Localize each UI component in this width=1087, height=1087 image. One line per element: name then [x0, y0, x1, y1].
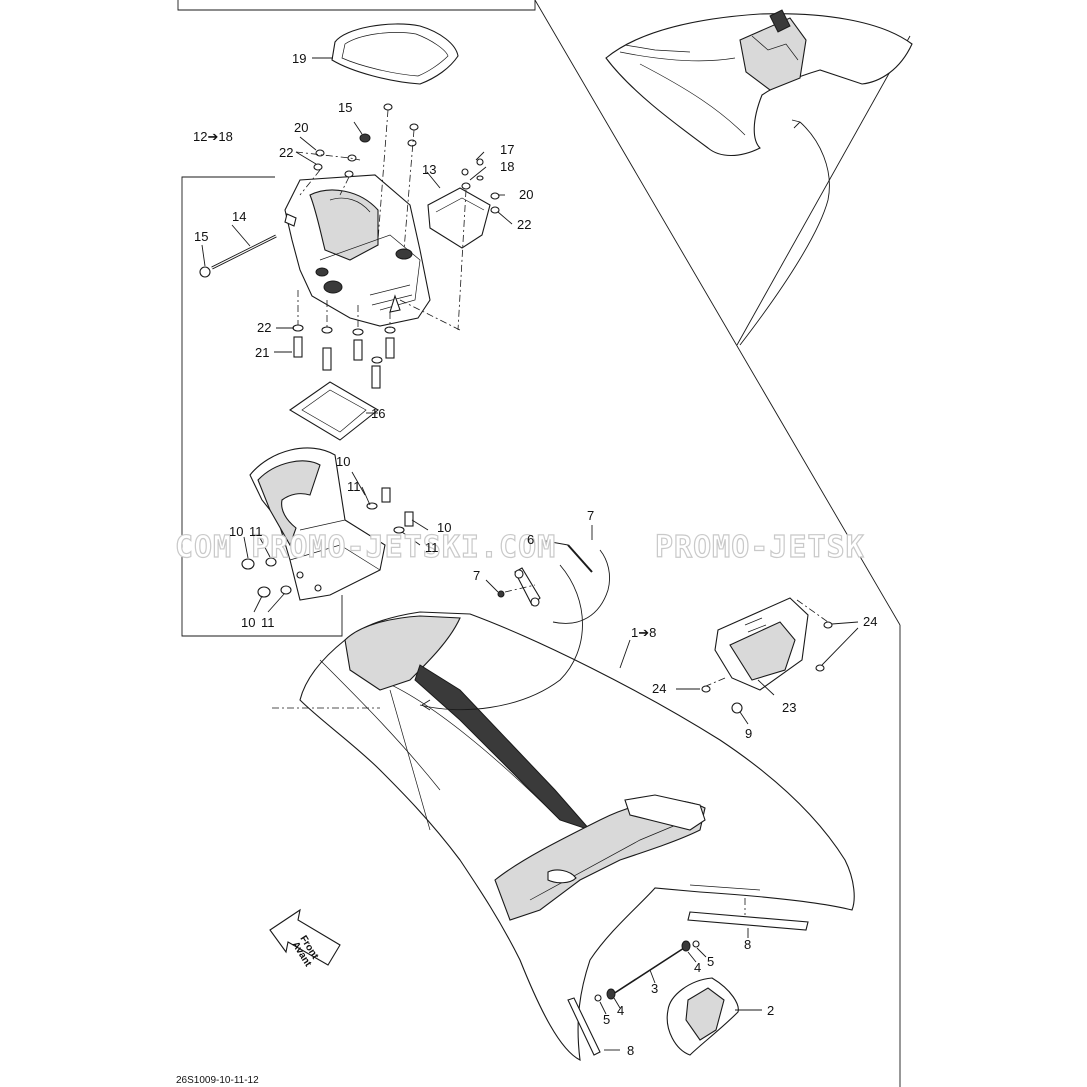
assembly-centerlines-upper [295, 109, 467, 331]
callout-10: 10 [336, 454, 350, 469]
callout-4: 4 [617, 1003, 624, 1018]
callout-22: 22 [279, 145, 293, 160]
callout-24: 24 [652, 681, 666, 696]
callout-23: 23 [782, 700, 796, 715]
callout-12-18: 12➔18 [193, 129, 233, 144]
callout-16: 16 [371, 406, 385, 421]
callout-18: 18 [500, 159, 514, 174]
callout-21: 21 [255, 345, 269, 360]
trim-strip-8 [567, 898, 809, 1056]
watermark-left: COM PROMO-JETSKI.COM [175, 530, 556, 565]
callout-17: 17 [500, 142, 514, 157]
callout-7: 7 [473, 568, 480, 583]
callout-10: 10 [437, 520, 451, 535]
callout-10: 10 [241, 615, 255, 630]
latch-link-6 [497, 544, 611, 624]
callout-11: 11 [261, 615, 275, 630]
callout-5: 5 [603, 1012, 610, 1027]
callout-20: 20 [294, 120, 308, 135]
callout-19: 19 [292, 51, 306, 66]
callout-1-8: 1➔8 [631, 625, 656, 640]
bracket-23 [701, 597, 833, 714]
reference-code: 26S1009-10-11-12 [176, 1075, 259, 1086]
callout-2: 2 [767, 1003, 774, 1018]
latch-rod-3 [594, 940, 700, 1002]
gasket-19 [312, 23, 459, 85]
callout-15: 15 [194, 229, 208, 244]
watermark: COM PROMO-JETSKI.COM PROMO-JETSK [174, 529, 865, 565]
callout-3: 3 [651, 981, 658, 996]
callout-4: 4 [694, 960, 701, 975]
callout-15: 15 [338, 100, 352, 115]
callout-22: 22 [517, 217, 531, 232]
callout-8: 8 [627, 1043, 634, 1058]
storage-housing-assembly [284, 174, 431, 327]
seat-inset-illustration [605, 9, 913, 346]
callout-14: 14 [232, 209, 246, 224]
assembly-arcs [419, 564, 583, 711]
storage-chute [249, 447, 386, 601]
gasket-16 [288, 381, 379, 441]
seat-assembly [272, 611, 855, 1061]
watermark-right: PROMO-JETSK [655, 530, 865, 565]
callout-10: 10 [229, 524, 243, 539]
callout-11: 11 [347, 479, 361, 494]
bracket-13 [426, 171, 491, 249]
callout-11: 11 [425, 540, 439, 555]
front-direction-arrow: Front Avant [269, 908, 341, 969]
callout-leaders [201, 121, 859, 1051]
callout-8: 8 [744, 937, 751, 952]
callout-13: 13 [422, 162, 436, 177]
shaft-14 [199, 224, 277, 278]
callout-7: 7 [587, 508, 594, 523]
callout-6: 6 [527, 532, 534, 547]
callout-labels: 19 15 12➔18 20 22 17 13 18 20 22 14 15 2… [193, 51, 877, 1058]
hardware-upper [241, 103, 500, 598]
frame-lines [177, 0, 911, 1087]
cap-2 [666, 977, 739, 1056]
callout-22: 22 [257, 320, 271, 335]
callout-5: 5 [707, 954, 714, 969]
callout-9: 9 [745, 726, 752, 741]
callout-24: 24 [863, 614, 877, 629]
callout-20: 20 [519, 187, 533, 202]
callout-11: 11 [249, 524, 263, 539]
